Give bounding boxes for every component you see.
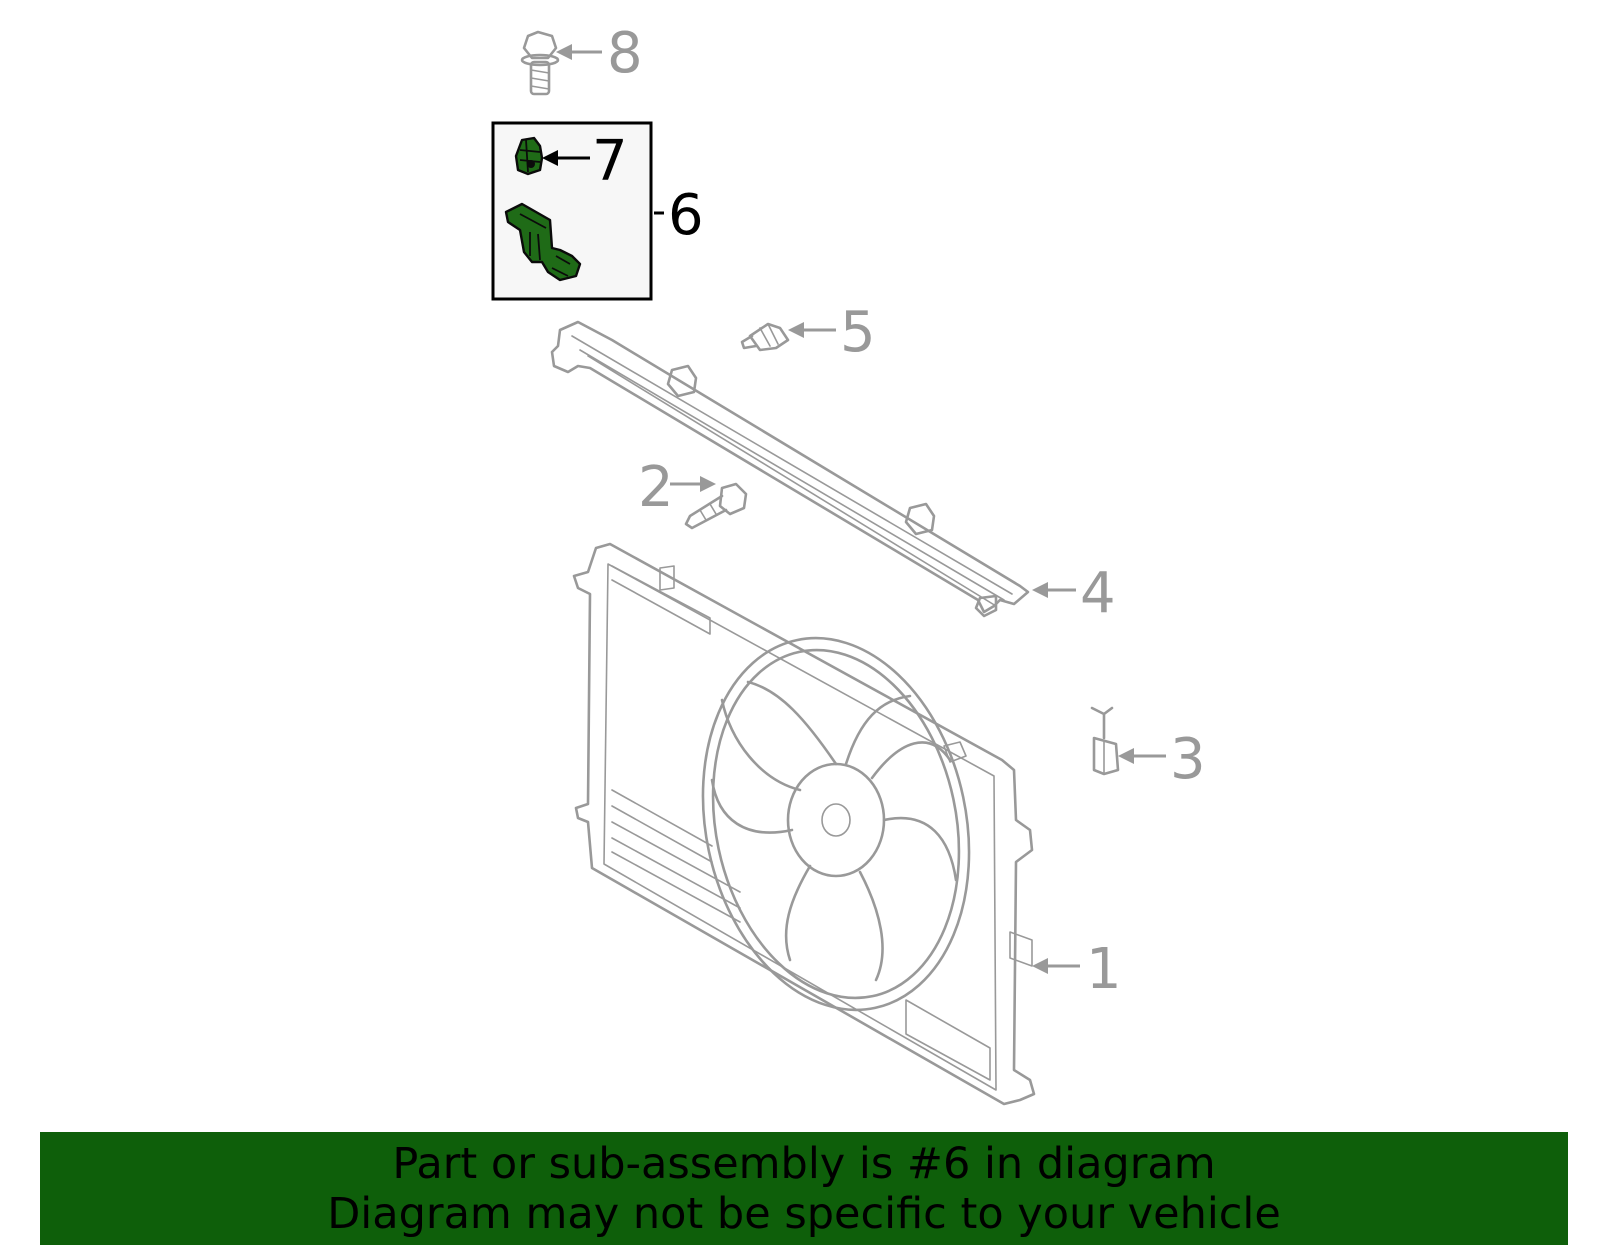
part-6-bracket[interactable] <box>504 202 582 282</box>
part-3-clip[interactable] <box>1090 706 1120 776</box>
callout-7[interactable]: 7 <box>592 129 628 194</box>
part-7-clip[interactable] <box>514 136 544 176</box>
callout-5-arrow <box>788 322 836 338</box>
callout-8[interactable]: 8 <box>607 21 643 86</box>
callout-2[interactable]: 2 <box>638 455 674 520</box>
banner-line-2: Diagram may not be specific to your vehi… <box>327 1188 1281 1239</box>
callout-2-arrow <box>670 476 716 492</box>
callout-1-arrow <box>1032 958 1080 974</box>
callout-6[interactable]: 6 <box>668 183 704 248</box>
callout-1[interactable]: 1 <box>1086 937 1122 1002</box>
callout-8-arrow <box>556 44 602 60</box>
part-5-clip[interactable] <box>740 322 790 352</box>
callout-7-arrow <box>542 150 590 166</box>
callout-5[interactable]: 5 <box>840 300 876 365</box>
part-1-fan-shroud[interactable] <box>572 542 1036 1106</box>
callout-4[interactable]: 4 <box>1080 561 1116 626</box>
banner-line-1: Part or sub-assembly is #6 in diagram <box>392 1138 1216 1189</box>
callout-4-arrow <box>1032 582 1076 598</box>
part-4-upper-rail[interactable] <box>550 320 1030 618</box>
part-8-bolt[interactable] <box>520 30 560 96</box>
part-2-bolt[interactable] <box>684 482 748 530</box>
callout-3-arrow <box>1118 748 1166 764</box>
info-banner: Part or sub-assembly is #6 in diagram Di… <box>40 1132 1568 1245</box>
callout-3[interactable]: 3 <box>1170 727 1206 792</box>
